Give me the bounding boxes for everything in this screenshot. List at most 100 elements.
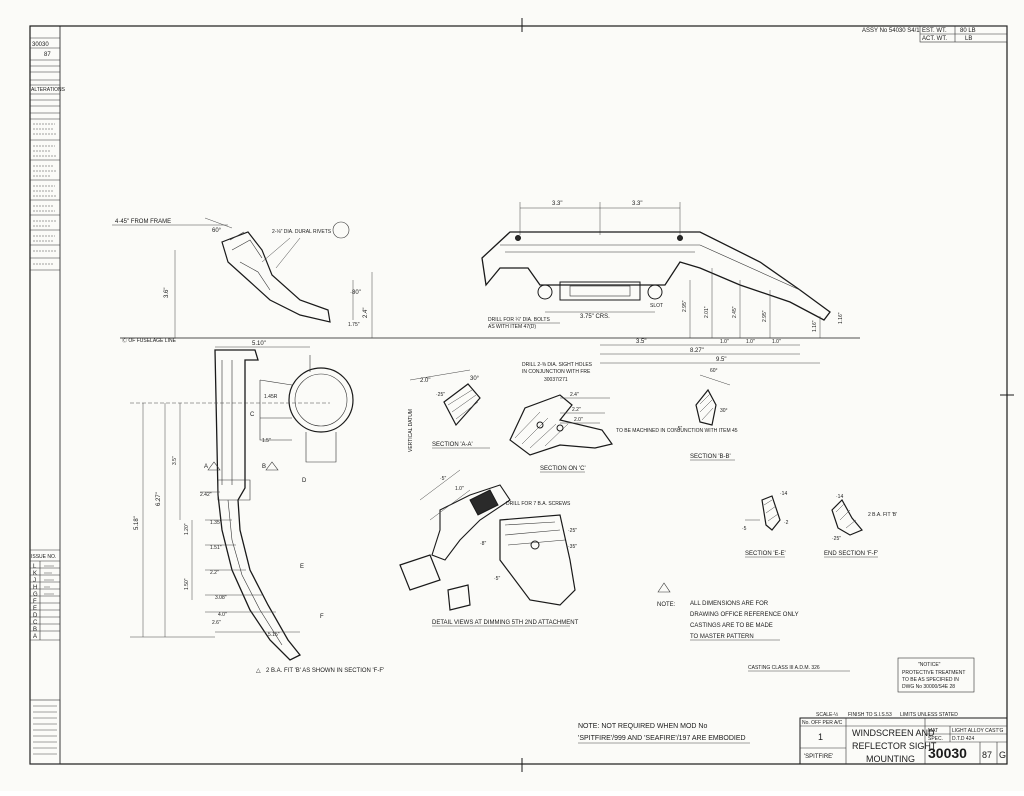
bottom-note-1: NOTE: NOT REQUIRED WHEN MOD No (578, 723, 707, 730)
balloon-icon (332, 221, 350, 239)
from-frame-note: 4·45" FROM FRAME (115, 219, 171, 225)
front-2-2: 2.2" (210, 570, 219, 576)
front-1-35: 1.35" (210, 520, 222, 526)
ee-d3: ·14 (780, 491, 787, 497)
tb-scale: SCALE-½ (816, 711, 839, 718)
slot-label: SLOT (650, 303, 663, 309)
detail-d5: ·35" (568, 544, 577, 550)
fit-note-1: △ (256, 668, 261, 674)
ee-d1: ·5 (742, 526, 747, 532)
side-dim-1c: 1.0" (772, 339, 781, 345)
ee-d2: ·2 (784, 520, 789, 526)
detail-d2: 1.0" (455, 486, 464, 492)
cc-2-2: 2.2" (572, 407, 581, 413)
tb-aircraft: 'SPITFIRE' (804, 754, 833, 760)
bb-d2: ·5" (676, 426, 682, 432)
strip-alterations: ALTERATIONS (31, 87, 66, 93)
tb-title-2: REFLECTOR SIGHT (852, 741, 937, 751)
notes-block: NOTE: ALL DIMENSIONS ARE FOR DRAWING OFF… (578, 582, 975, 744)
front-6-27: 6.27" (156, 492, 162, 506)
note-marker: NOTE: (657, 602, 676, 608)
section-bb: 60° ·5" 30° SECTION 'B-B' (676, 368, 735, 461)
label-c: C (250, 412, 255, 418)
notice-2: TO BE AS SPECIFIED IN (902, 677, 959, 683)
aa-title: SECTION 'A-A' (432, 442, 473, 448)
detail-d4: ·25" (568, 528, 577, 534)
label-d: D (302, 478, 307, 484)
side-crs: 3.75" CRS. (580, 314, 610, 320)
tb-drawn: No. OFF PER A/C (802, 720, 843, 726)
side-dim-2-45: 2.45" (732, 306, 738, 318)
tb-spec-label: SPEC. (928, 736, 943, 742)
bottom-note-2: 'SPITFIRE'/999 AND 'SEAFIRE'/197 ARE EMB… (578, 735, 746, 742)
notice-3: DWG No 30000/S4E 28 (902, 684, 955, 690)
left-strip: 30030 87 ALTERATIONS ISSUE NO. L K J H G… (29, 37, 66, 765)
side-dim-9-5: 9.5" (716, 357, 726, 363)
side-dim-2-95b: 2.95" (762, 310, 768, 322)
aa-vertical: VERTICAL DATUM (408, 409, 414, 452)
end-dim-1-75: 1.75" (348, 322, 360, 328)
label-a: A (204, 464, 208, 470)
end-dim-2-4: 2.4" (363, 308, 369, 318)
bb-d3: 30° (720, 408, 728, 414)
side-dim-1b: 1.0" (746, 339, 755, 345)
section-aa: 2.0" 30° ·25" VERTICAL DATUM SECTION 'A-… (408, 369, 490, 452)
notice-title: "NOTICE" (918, 662, 941, 668)
detail-d3: ·8" (480, 541, 486, 547)
note-line-3: CASTINGS ARE TO BE MADE (690, 623, 773, 629)
cc-conj: IN CONJUNCTION WITH FRE (522, 369, 591, 375)
sheet-border (29, 25, 1008, 765)
tb-drawing-no: 30030 (928, 745, 967, 761)
bracket-profile (221, 231, 331, 323)
aa-dim-b: 30° (470, 376, 480, 382)
side-dim-8-27: 8.27" (690, 348, 704, 354)
cc-mach-1: TO BE MACHINED IN CONJUNCTION WITH ITEM … (616, 428, 738, 434)
bolt-hole-right (647, 284, 663, 300)
cc-title: SECTION ON 'C' (540, 466, 586, 472)
label-b: B (262, 464, 266, 470)
rivet-note: 2-⅛" DIA. DURAL RIVETS (272, 229, 332, 235)
section-cc: DRILL 2-⅜ DIA. SIGHT HOLES IN CONJUNCTIO… (509, 362, 738, 473)
title-block: SCALE-½ FINISH TO S.I.S.53 LIMITS UNLESS… (799, 711, 1008, 765)
est-wt-label: EST. WT. (922, 28, 947, 34)
ff-d1: ·14 (836, 494, 843, 500)
act-wt-label: ACT. WT. (922, 36, 947, 42)
issue-row: F (33, 599, 37, 605)
tb-spec-value: D.T.D 424 (952, 736, 974, 742)
weight-block: ASSY No 54030 S4/1 EST. WT. 80 LB ACT. W… (862, 25, 1008, 43)
side-dim-1a: 1.0" (720, 339, 729, 345)
notice-box (897, 657, 975, 693)
notice-1: PROTECTIVE TREATMENT (902, 670, 965, 676)
side-dim-2: 3.3" (632, 201, 642, 207)
casting-class: CASTING CLASS III A.D.M. 326 (748, 665, 820, 671)
tb-title-3: MOUNTING (866, 754, 915, 764)
section-ee: ·5 ·14 ·2 SECTION 'E-E' (742, 491, 789, 558)
front-top-dim: 5.10" (252, 341, 266, 347)
front-1-50: 1.50" (184, 578, 190, 590)
tb-mat-label: MAT (928, 728, 938, 734)
ff-d2: ·25" (832, 536, 841, 542)
front-3-08: 3.08" (215, 595, 227, 601)
tb-sheet-no: 87 (982, 750, 992, 760)
side-dim-2-01: 2.01" (704, 306, 710, 318)
drill-bolts-note: DRILL FOR ¼" DIA. BOLTS (488, 317, 550, 323)
side-dim-1-16b: 1.16" (838, 312, 844, 324)
tb-finish: FINISH TO S.I.S.53 (848, 712, 892, 718)
detail-drill: DRILL FOR 7 B.A. SCREWS (506, 501, 571, 507)
ff-title: END SECTION 'F-F' (824, 551, 878, 557)
side-dim-1-16: 1.16" (812, 320, 818, 332)
issue-row: J (33, 578, 36, 584)
issue-row: E (33, 606, 37, 612)
front-1-20: 1.20" (184, 523, 190, 535)
ee-title: SECTION 'E-E' (745, 551, 786, 557)
tb-issue: G (999, 750, 1006, 760)
front-1-51: 1.51" (210, 545, 222, 551)
detail-d6: ·5" (494, 576, 500, 582)
issue-row: B (33, 627, 37, 633)
est-wt-value: 80 LB (960, 28, 976, 34)
strip-drawing-no: 30030 (32, 42, 49, 48)
front-4-0: 4.0" (218, 612, 227, 618)
bolt-hole-left (537, 284, 553, 300)
